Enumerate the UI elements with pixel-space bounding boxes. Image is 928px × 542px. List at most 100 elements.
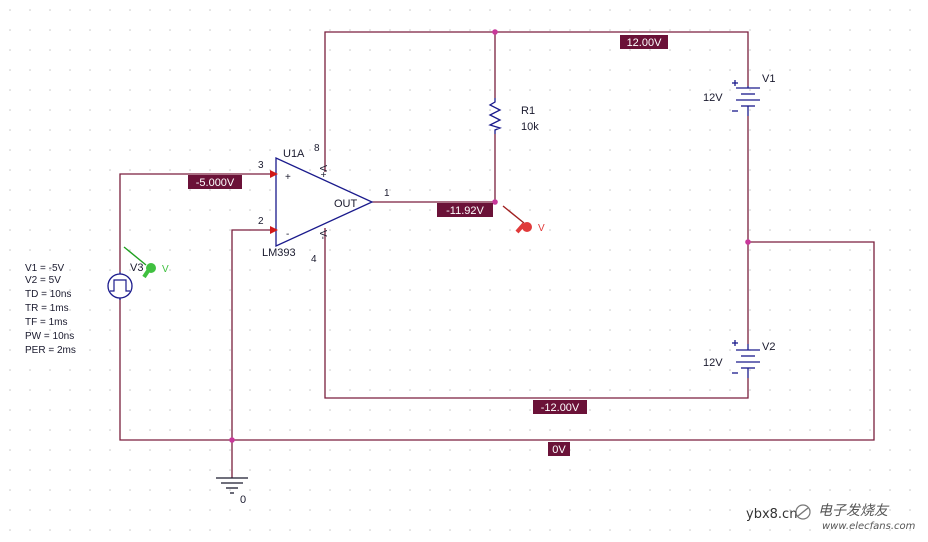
grid-dot: [369, 89, 371, 91]
source-param: TR = 1ms: [25, 303, 69, 314]
grid-dot: [749, 9, 751, 11]
resistor-r1[interactable]: R1 10k: [488, 98, 539, 134]
grid-dot: [909, 149, 911, 151]
grid-dot: [289, 249, 291, 251]
grid-dot: [649, 409, 651, 411]
grid-dot: [289, 469, 291, 471]
grid-dot: [649, 129, 651, 131]
grid-dot: [409, 109, 411, 111]
grid-dot: [809, 149, 811, 151]
voltage-probe-output[interactable]: V: [502, 205, 545, 234]
grid-dot: [189, 129, 191, 131]
grid-dot: [129, 229, 131, 231]
grid-dot: [829, 349, 831, 351]
grid-dot: [889, 209, 891, 211]
grid-dot: [629, 49, 631, 51]
grid-dot: [269, 489, 271, 491]
grid-dot: [749, 289, 751, 291]
grid-dot: [429, 109, 431, 111]
grid-dot: [89, 489, 91, 491]
grid-dot: [489, 349, 491, 351]
grid-dot: [909, 289, 911, 291]
grid-dot: [509, 409, 511, 411]
grid-dot: [669, 209, 671, 211]
grid-dot: [229, 409, 231, 411]
opamp-u1a[interactable]: U1A LM393 OUT + - 3 2 1 8 4 V+ V-: [258, 143, 390, 265]
battery-v2[interactable]: V2 12V: [703, 340, 775, 378]
grid-dot: [489, 249, 491, 251]
grid-dot: [309, 329, 311, 331]
grid-dot: [469, 369, 471, 371]
grid-dot: [369, 229, 371, 231]
voltage-probe-icon: [142, 263, 156, 279]
grid-dot: [649, 369, 651, 371]
grid-dot: [249, 469, 251, 471]
grid-dot: [569, 469, 571, 471]
grid-dot: [49, 29, 51, 31]
grid-dot: [9, 309, 11, 311]
grid-dot: [849, 249, 851, 251]
grid-dot: [429, 529, 431, 531]
grid-dot: [209, 189, 211, 191]
junctions: [229, 29, 751, 443]
grid-dot: [569, 529, 571, 531]
grid-dot: [709, 29, 711, 31]
grid-dot: [809, 109, 811, 111]
grid-dot: [709, 249, 711, 251]
grid-dot: [749, 449, 751, 451]
grid-dot: [189, 49, 191, 51]
voltage-probe-source[interactable]: V: [123, 246, 169, 279]
grid-dot: [549, 69, 551, 71]
grid-dot: [789, 349, 791, 351]
grid-dot: [769, 129, 771, 131]
grid-dot: [129, 169, 131, 171]
grid-dot: [809, 449, 811, 451]
battery-v1[interactable]: V1 12V: [703, 73, 775, 116]
grid-dot: [249, 249, 251, 251]
grid-dot: [589, 349, 591, 351]
grid-dot: [849, 509, 851, 511]
grid-dot: [309, 349, 311, 351]
grid-dot: [9, 529, 11, 531]
grid-dot: [69, 189, 71, 191]
grid-dot: [549, 109, 551, 111]
grid-dot: [249, 329, 251, 331]
grid-dot: [509, 529, 511, 531]
grid-dot: [9, 229, 11, 231]
grid-dot: [229, 449, 231, 451]
pulse-source-v3[interactable]: V3 V1 = -5V V2 = 5V TD = 10ns TR = 1ms T…: [25, 262, 143, 356]
grid-dot: [389, 189, 391, 191]
grid-dot: [749, 69, 751, 71]
grid-dot: [509, 29, 511, 31]
grid-dot: [629, 389, 631, 391]
grid-dot: [309, 129, 311, 131]
grid-dot: [649, 449, 651, 451]
grid-dot: [629, 409, 631, 411]
grid-dot: [729, 389, 731, 391]
grid-dot: [249, 29, 251, 31]
grid-dot: [249, 9, 251, 11]
grid-dot: [209, 309, 211, 311]
grid-dot: [729, 529, 731, 531]
grid-dot: [609, 249, 611, 251]
grid-dot: [569, 369, 571, 371]
grid-dot: [109, 169, 111, 171]
grid-dot: [369, 249, 371, 251]
grid-dot: [309, 389, 311, 391]
grid-dot: [449, 509, 451, 511]
grid-dot: [29, 289, 31, 291]
grid-dot: [709, 149, 711, 151]
grid-dot: [729, 69, 731, 71]
grid-dot: [249, 409, 251, 411]
grid-dot: [509, 189, 511, 191]
grid-dot: [129, 429, 131, 431]
grid-dot: [849, 109, 851, 111]
ground-symbol[interactable]: 0: [216, 477, 248, 506]
grid-dot: [769, 329, 771, 331]
grid-dot: [109, 109, 111, 111]
grid-dot: [429, 29, 431, 31]
grid-dot: [909, 129, 911, 131]
grid-dot: [829, 289, 831, 291]
grid-dot: [429, 309, 431, 311]
